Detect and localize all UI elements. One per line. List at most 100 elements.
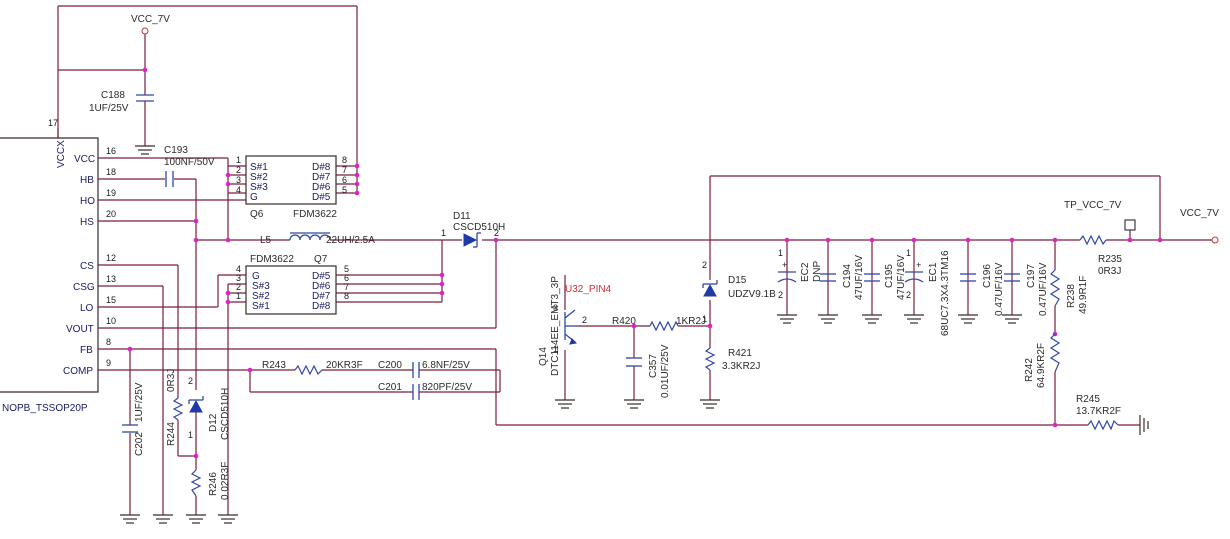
- wires: [57, 5, 1212, 515]
- capacitor-ec1: + 1 2 EC1 68UC7.3X4.3TM16: [904, 248, 951, 336]
- resistor-r242: R242 64.9KR2F: [1024, 333, 1061, 388]
- ground-icon: [1139, 415, 1149, 435]
- r235-val: 0R3J: [1098, 266, 1121, 277]
- net-label-u32: U32_PIN4: [565, 284, 612, 295]
- ec2-ref: EC2: [800, 262, 811, 282]
- d11-val: CSCD510H: [453, 222, 505, 233]
- q7-pin-number: 5: [344, 264, 349, 274]
- c200-ref: C200: [378, 360, 402, 371]
- c357-ref: C357: [648, 354, 659, 378]
- ground-icon: [1002, 314, 1022, 324]
- q6-pin-number: 4: [236, 185, 241, 195]
- net-vcc-right: VCC_7V: [1180, 208, 1219, 244]
- q7-pin-number: 6: [344, 273, 349, 283]
- ground-symbols: [120, 314, 1022, 524]
- ground-icon: [862, 314, 882, 324]
- ic-pin-name: FB: [80, 345, 93, 356]
- ic-pin-number: 10: [106, 316, 116, 326]
- ic-pin-vccx-name: VCCX: [56, 140, 67, 168]
- q6-pin-name: S#2: [250, 172, 268, 183]
- test-point: TP_VCC_7V: [1064, 200, 1136, 231]
- ec1-plus-icon: +: [916, 260, 921, 270]
- ground-icon: [135, 145, 155, 155]
- test-point-label: TP_VCC_7V: [1064, 200, 1122, 211]
- q7-ref: Q7: [314, 254, 328, 265]
- diode-d12: 2 1 D12 CSCD510H: [188, 376, 231, 440]
- schottky-diode-icon: [463, 233, 478, 247]
- inductor-l5: L5 22UH/2.5A: [260, 232, 375, 246]
- ec2-pin1: 1: [778, 248, 783, 258]
- q14-ref: Q14: [538, 347, 549, 366]
- c357-val: 0.01UF/25V: [660, 344, 671, 398]
- q6-pin-name: G: [250, 192, 258, 203]
- q7-pin-number: 3: [236, 273, 241, 283]
- q7-pin-name: S#3: [252, 281, 270, 292]
- r246-val: 0.02R3F: [220, 462, 231, 500]
- port-circle-icon: [1211, 236, 1219, 244]
- d15-pin2: 2: [702, 260, 707, 270]
- l5-val: 22UH/2.5A: [326, 235, 375, 246]
- c194-ref: C194: [842, 264, 853, 288]
- q7-pin-number: 7: [344, 282, 349, 292]
- ic-pin-name: CSG: [73, 282, 95, 293]
- ec2-pin2: 2: [778, 290, 783, 300]
- c201-ref: C201: [378, 382, 402, 393]
- q6-pin-name: D#6: [312, 182, 331, 193]
- capacitor-c194: C194 47UF/16V: [820, 255, 865, 300]
- zener-diode-icon: [703, 283, 717, 297]
- d15-val: UDZV9.1B: [728, 289, 776, 300]
- ground-icon: [624, 399, 644, 409]
- ground-icon: [555, 399, 575, 409]
- mosfet-q6: S#1 1 S#2 2 S#3 3 G 4 D#8 8 D#7 7 D#6 6 …: [236, 155, 347, 220]
- ic-block: 17 VCCX VCC 16 HB 18 HO 19 HS 20 CS 12 C…: [0, 118, 116, 414]
- ic-pin-name: HO: [80, 196, 95, 207]
- c194-val: 47UF/16V: [854, 255, 865, 300]
- d11-pin2: 2: [494, 228, 499, 238]
- c193-val: 100NF/50V: [164, 157, 215, 168]
- ic-part-label: NOPB_TSSOP20P: [2, 403, 88, 414]
- capacitor-c195: C195 47UF/16V: [864, 255, 907, 300]
- capacitor-c357: C357 0.01UF/25V: [626, 344, 671, 398]
- test-point-icon: [1124, 219, 1136, 231]
- q7-pin-name: G: [252, 271, 260, 282]
- r244-ref: R244: [166, 422, 177, 446]
- ic-pin-number: 15: [106, 295, 116, 305]
- c195-val: 47UF/16V: [896, 255, 907, 300]
- l5-ref: L5: [260, 235, 272, 246]
- q7-pin-name: S#1: [252, 301, 270, 312]
- r245-val: 13.7KR2F: [1076, 406, 1121, 417]
- ic-pin-name: COMP: [63, 366, 93, 377]
- d11-ref: D11: [453, 211, 471, 222]
- q6-pin-name: D#7: [312, 172, 331, 183]
- d12-pin1: 1: [188, 430, 193, 440]
- ic-pin-number: 9: [106, 358, 111, 368]
- r420-val: 1KR2J: [676, 316, 706, 327]
- ic-pin-number: 18: [106, 167, 116, 177]
- q14-pin1: 1: [553, 344, 558, 354]
- capacitor-ec2: + 1 2 EC2 DNP: [777, 248, 823, 300]
- q7-pin-number: 1: [236, 291, 241, 301]
- d12-ref: D12: [208, 413, 219, 432]
- q6-part: FDM3622: [293, 209, 337, 220]
- q6-pin-number: 2: [236, 165, 241, 175]
- net-label-vcc-right: VCC_7V: [1180, 208, 1219, 219]
- q7-pin-name: D#6: [312, 281, 331, 292]
- c202-val: 1UF/25V: [134, 382, 145, 422]
- transistor-q14: 2 3 1 Q14 DTC114EE_EMT3_3P: [538, 276, 587, 376]
- ground-icon: [218, 514, 238, 524]
- ec1-val: 68UC7.3X4.3TM16: [940, 250, 951, 336]
- c200-val: 6.8NF/25V: [422, 360, 470, 371]
- q6-ref: Q6: [250, 209, 264, 220]
- ic-pin-name: VOUT: [66, 324, 94, 335]
- c202-ref: C202: [134, 432, 145, 456]
- q6-pin-name: S#1: [250, 162, 268, 173]
- ic-pin-number: 20: [106, 209, 116, 219]
- q7-pin-number: 8: [344, 291, 349, 301]
- resistor-r244: R244 0R3J: [166, 369, 184, 446]
- q6-pin-name: D#8: [312, 162, 331, 173]
- diode-d15: 2 1 D15 UDZV9.1B: [702, 260, 776, 324]
- net-label-vcc-top: VCC_7V: [131, 14, 170, 25]
- ec1-pin2: 2: [906, 290, 911, 300]
- q14-pin3: 3: [553, 303, 558, 313]
- q14-val: DTC114EE_EMT3_3P: [550, 276, 561, 376]
